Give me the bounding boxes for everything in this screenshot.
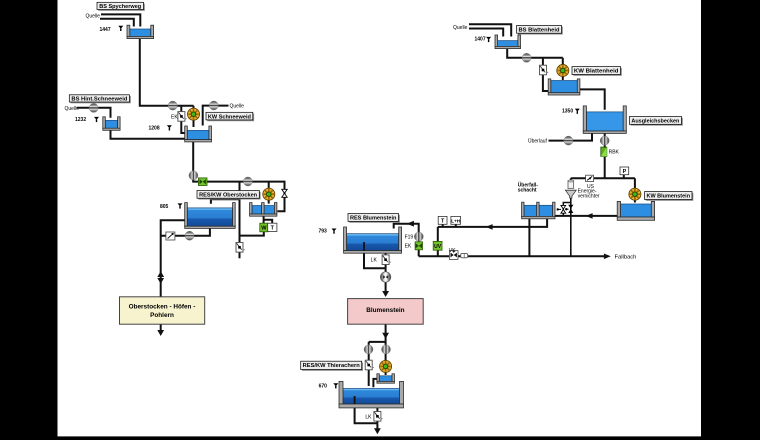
- svg-text:BS Hint.Schneeweid: BS Hint.Schneeweid: [71, 97, 128, 103]
- svg-text:Quelle: Quelle: [453, 25, 468, 31]
- svg-text:Quelle: Quelle: [65, 106, 80, 112]
- svg-text:RES/KW Oberstocken: RES/KW Oberstocken: [199, 193, 258, 199]
- svg-text:KW Blattenheid: KW Blattenheid: [574, 69, 619, 75]
- svg-text:EK: EK: [171, 114, 178, 120]
- svg-text:1407: 1407: [475, 37, 486, 43]
- svg-text:1447: 1447: [100, 27, 111, 33]
- svg-text:BS Spycherweg: BS Spycherweg: [99, 4, 141, 10]
- svg-text:L+H: L+H: [451, 218, 460, 223]
- svg-text:schacht: schacht: [518, 187, 537, 193]
- svg-text:Pohlern: Pohlern: [150, 312, 174, 319]
- svg-text:Quelle: Quelle: [86, 14, 101, 20]
- svg-text:EK: EK: [405, 244, 412, 250]
- svg-text:Energie-: Energie-: [578, 189, 597, 195]
- svg-text:LK: LK: [371, 257, 378, 263]
- svg-text:T: T: [271, 226, 275, 232]
- svg-text:Blumenstein: Blumenstein: [366, 307, 404, 314]
- svg-text:RBK: RBK: [609, 149, 620, 155]
- svg-text:670: 670: [319, 383, 328, 389]
- svg-text:vernichter: vernichter: [578, 194, 600, 200]
- svg-text:Quelle: Quelle: [230, 104, 245, 110]
- svg-text:RES Blumenstein: RES Blumenstein: [350, 216, 397, 222]
- svg-text:793: 793: [319, 228, 328, 234]
- svg-text:Oberstocken - Höfen -: Oberstocken - Höfen -: [129, 303, 196, 310]
- svg-text:LK: LK: [365, 415, 372, 421]
- svg-text:Überlauf: Überlauf: [528, 138, 548, 145]
- svg-text:T: T: [441, 218, 445, 224]
- svg-text:KW Schneeweid: KW Schneeweid: [208, 114, 251, 120]
- svg-text:UV: UV: [434, 244, 442, 250]
- svg-text:1232: 1232: [75, 117, 86, 123]
- svg-text:805: 805: [160, 204, 169, 210]
- svg-text:Überfall-: Überfall-: [518, 182, 539, 189]
- svg-text:W: W: [261, 226, 267, 232]
- svg-text:1208: 1208: [149, 125, 160, 131]
- svg-text:Ausgleichsbecken: Ausgleichsbecken: [631, 118, 679, 124]
- svg-text:1350: 1350: [562, 109, 573, 115]
- svg-text:US: US: [587, 184, 595, 190]
- svg-text:RES/KW Thierachern: RES/KW Thierachern: [303, 363, 361, 369]
- svg-text:VK: VK: [449, 248, 456, 254]
- svg-text:F19: F19: [405, 235, 414, 241]
- svg-text:Fallbach: Fallbach: [615, 255, 637, 261]
- svg-text:BS Blattenheid: BS Blattenheid: [519, 27, 560, 33]
- svg-text:KW Blumenstein: KW Blumenstein: [647, 194, 691, 200]
- svg-text:P: P: [623, 169, 627, 175]
